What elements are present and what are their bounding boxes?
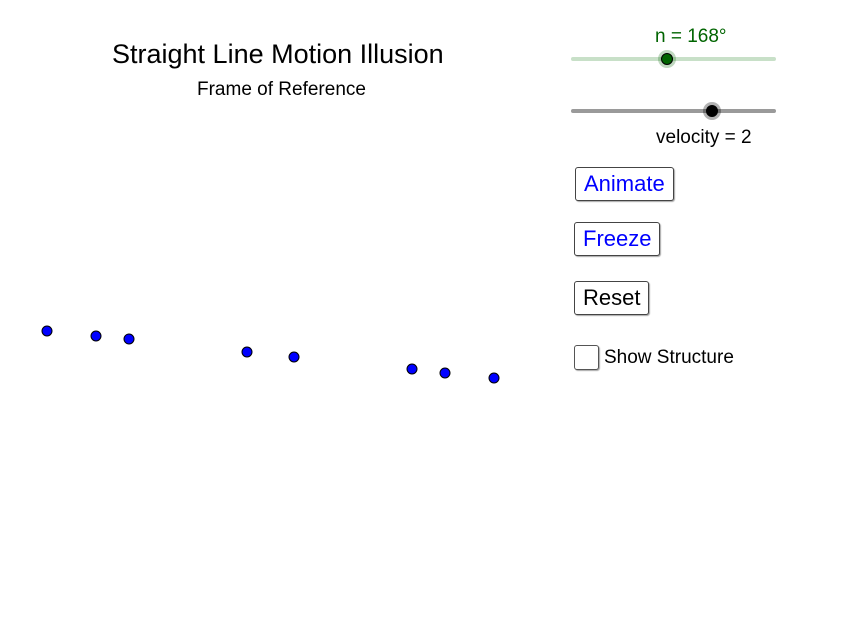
n-slider-track[interactable]	[571, 57, 776, 61]
n-slider-label: n = 168°	[655, 26, 727, 47]
n-slider[interactable]	[571, 49, 776, 69]
freeze-button[interactable]: Freeze	[574, 222, 661, 256]
moving-point	[406, 363, 418, 375]
moving-point	[439, 367, 451, 379]
velocity-slider-track[interactable]	[571, 109, 776, 113]
show-structure-label: Show Structure	[604, 346, 734, 368]
moving-point	[288, 351, 300, 363]
moving-point	[241, 346, 253, 358]
moving-point	[90, 330, 102, 342]
animation-canvas	[41, 325, 500, 384]
velocity-slider-label: velocity = 2	[656, 127, 752, 148]
page-subtitle: Frame of Reference	[197, 79, 366, 100]
show-structure-checkbox[interactable]	[574, 345, 599, 370]
n-slider-knob[interactable]	[661, 53, 673, 65]
show-structure-toggle[interactable]: Show Structure	[574, 345, 734, 370]
velocity-slider[interactable]	[571, 101, 776, 121]
page-title: Straight Line Motion Illusion	[112, 39, 444, 69]
reset-button[interactable]: Reset	[574, 281, 650, 315]
moving-point	[123, 333, 135, 345]
velocity-slider-knob[interactable]	[706, 105, 718, 117]
moving-point	[488, 372, 500, 384]
animate-button[interactable]: Animate	[575, 167, 674, 201]
moving-point	[41, 325, 53, 337]
